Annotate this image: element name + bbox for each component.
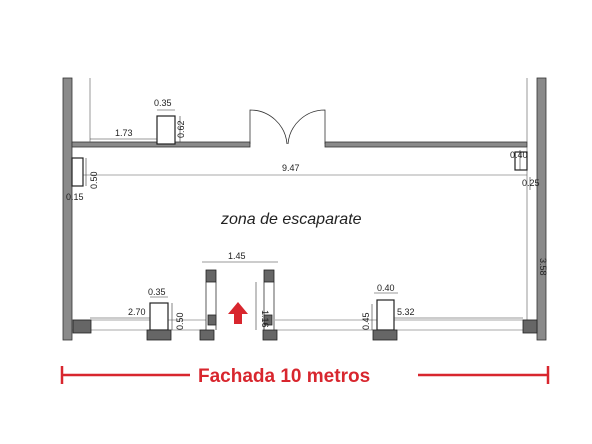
dim-left-pillar-height: 0.50 (89, 171, 99, 189)
dim-column-top-depth: 0.62 (176, 120, 186, 138)
dim-right-side-height: 3.58 (538, 258, 548, 276)
right-outer-wall (536, 77, 547, 341)
dim-entrance-depth: 1.16 (260, 310, 270, 328)
column-top (156, 115, 176, 145)
walls (62, 77, 547, 341)
dim-bottom-right-span: 5.32 (397, 307, 415, 317)
dim-bottom-left-span: 2.70 (128, 307, 146, 317)
left-outer-wall (62, 77, 73, 341)
frontage-label: Fachada 10 metros (198, 366, 370, 387)
dim-bottom-left-col-depth: 0.50 (175, 312, 185, 330)
column-bottom-right (376, 299, 395, 331)
dim-bottom-right-col-depth: 0.45 (361, 312, 371, 330)
column-bottom-left (149, 302, 169, 331)
dim-bottom-left-col-width: 0.35 (148, 287, 166, 297)
dim-column-top-width: 0.35 (154, 98, 172, 108)
column-right (514, 151, 528, 171)
entrance-arrow-icon (228, 302, 248, 324)
double-door (249, 109, 326, 145)
frontage-dimension (60, 366, 550, 384)
dim-left-pillar-width: 0.15 (66, 192, 84, 202)
dim-right-small-top: 0.40 (510, 150, 528, 160)
entrance (205, 282, 275, 330)
dim-top-left-wall: 1.73 (115, 128, 133, 138)
top-inner-wall-right (324, 141, 528, 148)
dim-main-width: 9.47 (282, 163, 300, 173)
dim-entrance-width: 1.45 (228, 251, 246, 261)
dim-right-small-bottom: 0.25 (522, 178, 540, 188)
room-label: zona de escaparate (220, 211, 362, 228)
column-left (71, 157, 84, 187)
dim-bottom-right-col-width: 0.40 (377, 283, 395, 293)
columns (71, 115, 528, 331)
